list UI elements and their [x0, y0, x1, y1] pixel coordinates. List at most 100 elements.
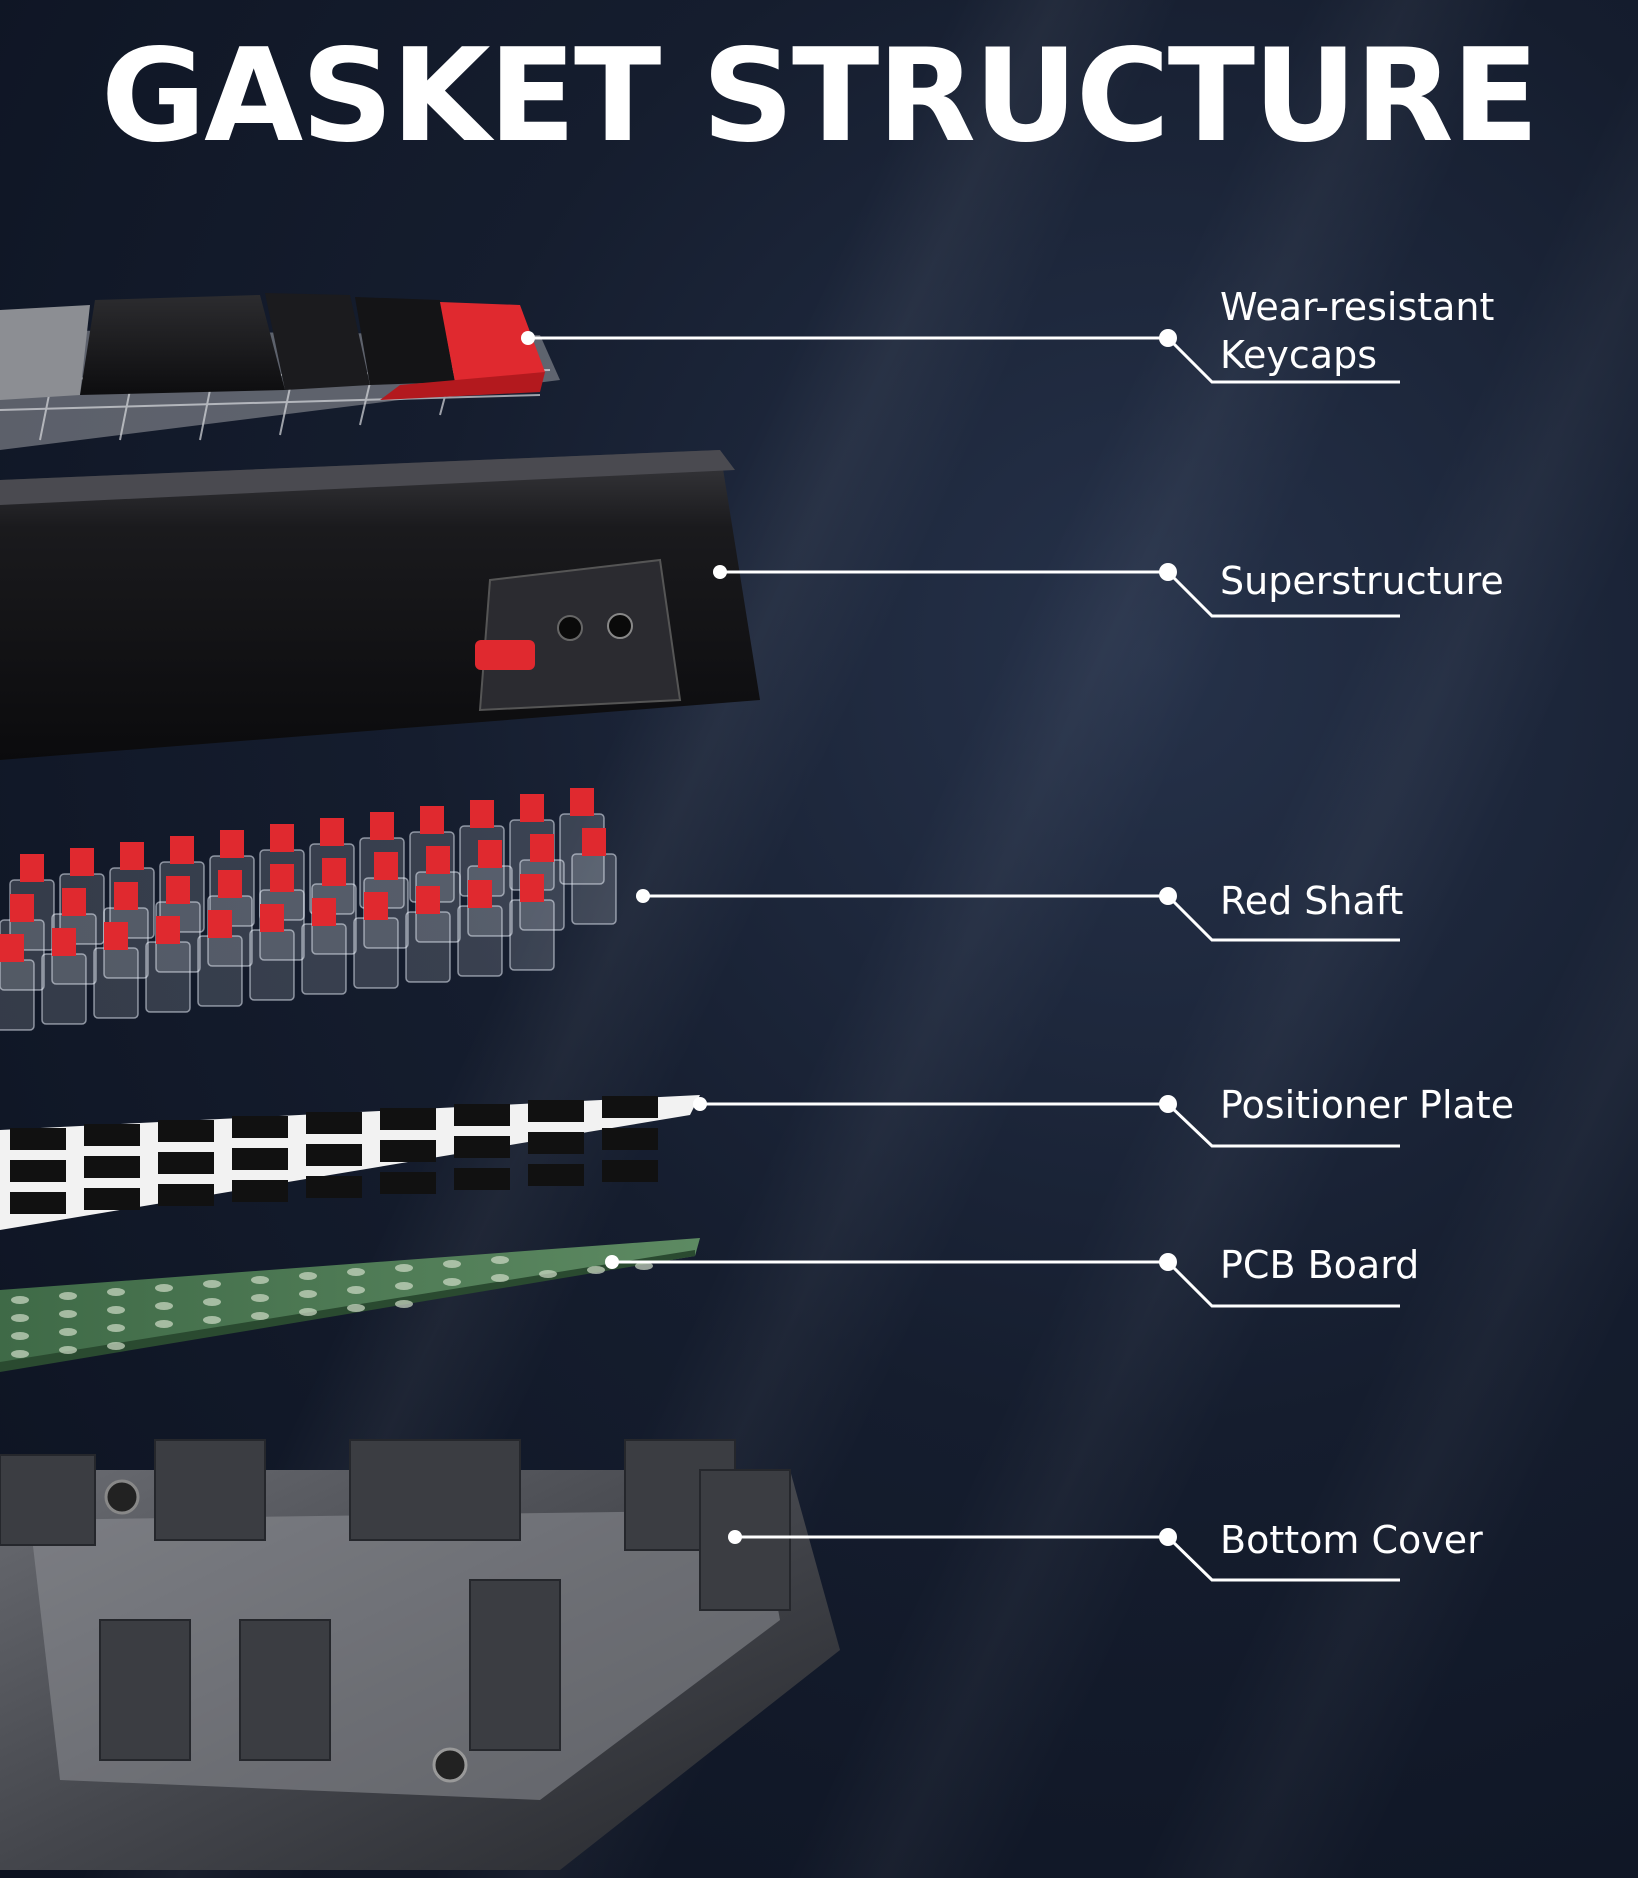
- red-shaft-layer: [0, 788, 617, 1031]
- plate-switch-hole: [306, 1144, 362, 1166]
- pcb-pad: [251, 1312, 269, 1320]
- switch-stem: [120, 842, 144, 870]
- bottom-cover-layer: [0, 1439, 840, 1870]
- switch-stem: [570, 788, 594, 816]
- pcb-pad: [59, 1328, 77, 1336]
- page-title: GASKET STRUCTURE: [101, 22, 1539, 171]
- pcb-pad: [251, 1276, 269, 1284]
- plate-switch-hole: [528, 1132, 584, 1154]
- switch-stem: [520, 794, 544, 822]
- switch-stem: [582, 828, 606, 856]
- pcb-pad: [59, 1346, 77, 1354]
- switch-stem: [218, 870, 242, 898]
- switch-stem: [468, 880, 492, 908]
- switch-stem: [530, 834, 554, 862]
- pcb-pad: [395, 1264, 413, 1272]
- plate-switch-hole: [158, 1152, 214, 1174]
- plate-switch-hole: [380, 1108, 436, 1130]
- leader-dot-positioner-plate: [1159, 1095, 1177, 1113]
- plate-switch-hole: [158, 1120, 214, 1142]
- switch-stem: [426, 846, 450, 874]
- pcb-pad: [347, 1268, 365, 1276]
- switch-stem: [208, 910, 232, 938]
- pcb-pad: [107, 1306, 125, 1314]
- label-positioner-plate: Positioner Plate: [1220, 1083, 1515, 1127]
- switch-stem: [0, 934, 24, 962]
- switch-stem: [156, 916, 180, 944]
- pcb-pad: [347, 1286, 365, 1294]
- pcb-pad: [59, 1310, 77, 1318]
- pcb-pad: [347, 1304, 365, 1312]
- pcb-pad: [491, 1256, 509, 1264]
- plate-switch-hole: [602, 1128, 658, 1150]
- switch-stem: [52, 928, 76, 956]
- plate-switch-hole: [528, 1164, 584, 1186]
- switch-stem: [364, 892, 388, 920]
- pcb-pad: [635, 1262, 653, 1270]
- plate-switch-hole: [232, 1148, 288, 1170]
- pcb-pad: [299, 1272, 317, 1280]
- pcb-board-layer: [0, 1238, 700, 1372]
- plate-switch-hole: [84, 1188, 140, 1210]
- leader-dot-bottom-cover: [1159, 1528, 1177, 1546]
- pcb-pad: [203, 1298, 221, 1306]
- plate-switch-hole: [528, 1100, 584, 1122]
- switch-stem: [10, 894, 34, 922]
- pcb-pad: [11, 1296, 29, 1304]
- pcb-pad: [443, 1260, 461, 1268]
- pcb-pad: [107, 1288, 125, 1296]
- pcb-pad: [251, 1294, 269, 1302]
- plate-switch-hole: [232, 1180, 288, 1202]
- positioner-plate-layer: [0, 1095, 707, 1230]
- pcb-pad: [11, 1314, 29, 1322]
- switch-stem: [270, 864, 294, 892]
- pcb-pad: [155, 1302, 173, 1310]
- label-bottom-cover: Bottom Cover: [1220, 1518, 1483, 1562]
- pcb-pad: [11, 1332, 29, 1340]
- plate-switch-hole: [602, 1160, 658, 1182]
- pcb-pad: [155, 1320, 173, 1328]
- switch-stem: [104, 922, 128, 950]
- plate-switch-hole: [306, 1112, 362, 1134]
- switch-stem: [270, 824, 294, 852]
- switch-stem: [320, 818, 344, 846]
- switch-stem: [166, 876, 190, 904]
- plate-switch-hole: [10, 1160, 66, 1182]
- label-superstructure: Superstructure: [1220, 559, 1504, 603]
- pcb-pad: [155, 1284, 173, 1292]
- switch-stem: [70, 848, 94, 876]
- label-red-shaft: Red Shaft: [1220, 879, 1404, 923]
- keycaps-layer: [0, 293, 560, 450]
- plate-switch-hole: [380, 1140, 436, 1162]
- pcb-pad: [299, 1308, 317, 1316]
- pcb-pad: [203, 1316, 221, 1324]
- plate-switch-hole: [10, 1128, 66, 1150]
- leader-dot-red-shaft: [1159, 887, 1177, 905]
- switch-stem: [260, 904, 284, 932]
- plate-switch-hole: [602, 1096, 658, 1118]
- pcb-pad: [107, 1342, 125, 1350]
- pcb-pad: [539, 1270, 557, 1278]
- plate-switch-hole: [454, 1136, 510, 1158]
- switch-stem: [416, 886, 440, 914]
- switch-stem: [374, 852, 398, 880]
- switch-stem: [520, 874, 544, 902]
- switch-stem: [322, 858, 346, 886]
- switch-stem: [62, 888, 86, 916]
- plate-switch-hole: [158, 1184, 214, 1206]
- switch-stem: [420, 806, 444, 834]
- superstructure-layer: [0, 450, 760, 760]
- pcb-pad: [395, 1282, 413, 1290]
- label-pcb-board: PCB Board: [1220, 1243, 1420, 1287]
- plate-switch-hole: [84, 1156, 140, 1178]
- plate-switch-hole: [10, 1192, 66, 1214]
- label-keycaps: Wear-resistant Keycaps: [1220, 285, 1495, 377]
- plate-switch-hole: [84, 1124, 140, 1146]
- pcb-pad: [203, 1280, 221, 1288]
- pcb-pad: [395, 1300, 413, 1308]
- plate-switch-hole: [454, 1168, 510, 1190]
- switch-stem: [478, 840, 502, 868]
- plate-switch-hole: [232, 1116, 288, 1138]
